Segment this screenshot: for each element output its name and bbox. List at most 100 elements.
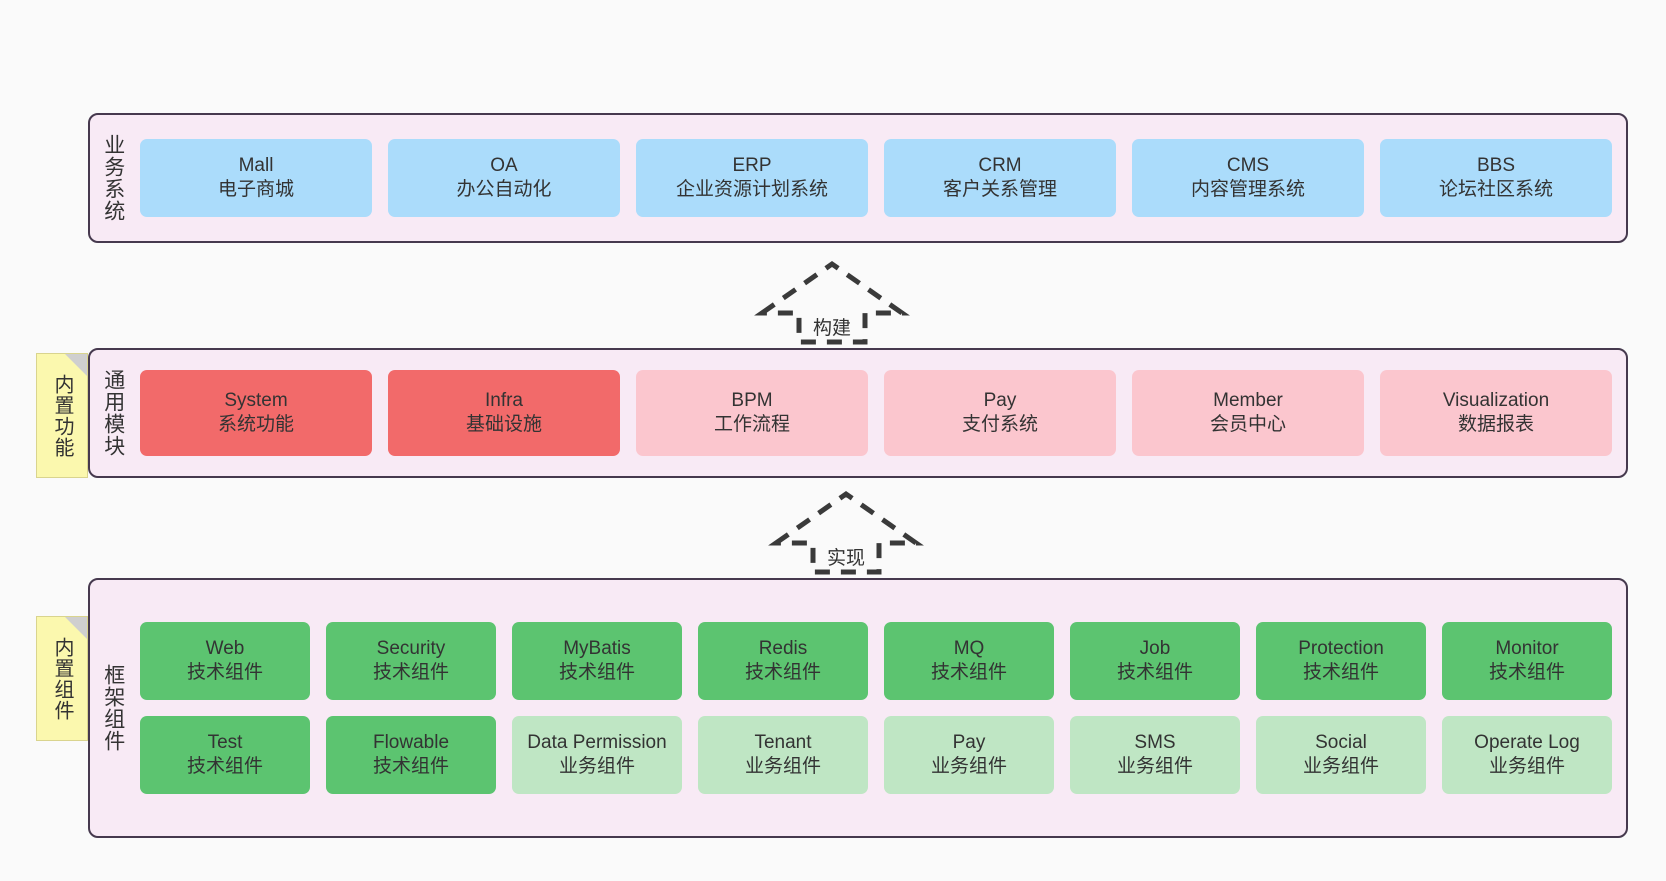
node-test-en: Test [207, 732, 243, 754]
node-tenant-cn: 业务组件 [744, 756, 821, 777]
node-tenant-en: Tenant [754, 732, 812, 754]
node-mall[interactable]: Mall 电子商城 [140, 139, 372, 217]
node-pay-module[interactable]: Pay 支付系统 [884, 370, 1116, 456]
node-pay-component[interactable]: Pay 业务组件 [884, 716, 1054, 794]
node-member-cn: 会员中心 [1209, 414, 1286, 435]
node-mall-cn: 电子商城 [217, 179, 294, 200]
node-web[interactable]: Web 技术组件 [140, 622, 310, 700]
node-pay-component-en: Pay [952, 732, 986, 754]
node-pay-module-en: Pay [983, 390, 1017, 412]
node-tenant[interactable]: Tenant 业务组件 [698, 716, 868, 794]
node-social[interactable]: Social 业务组件 [1256, 716, 1426, 794]
node-sms-cn: 业务组件 [1116, 756, 1193, 777]
node-security-cn: 技术组件 [372, 662, 449, 683]
node-security[interactable]: Security 技术组件 [326, 622, 496, 700]
node-flowable-en: Flowable [372, 732, 450, 754]
layer-title-common-module: 通用模块 [101, 369, 125, 457]
node-crm[interactable]: CRM 客户关系管理 [884, 139, 1116, 217]
note-builtin-component-label: 内置组件 [51, 636, 73, 721]
node-data-permission[interactable]: Data Permission 业务组件 [512, 716, 682, 794]
node-flowable-cn: 技术组件 [372, 756, 449, 777]
node-bpm-cn: 工作流程 [713, 414, 790, 435]
node-member-en: Member [1213, 390, 1283, 412]
node-operate-log[interactable]: Operate Log 业务组件 [1442, 716, 1612, 794]
node-flowable[interactable]: Flowable 技术组件 [326, 716, 496, 794]
node-oa-en: OA [490, 155, 518, 177]
node-social-cn: 业务组件 [1302, 756, 1379, 777]
node-erp-cn: 企业资源计划系统 [675, 179, 828, 200]
node-mall-en: Mall [238, 155, 274, 177]
node-redis-en: Redis [758, 638, 808, 660]
node-test-cn: 技术组件 [186, 756, 263, 777]
node-bpm-en: BPM [731, 390, 773, 412]
node-pay-component-cn: 业务组件 [930, 756, 1007, 777]
node-erp-en: ERP [732, 155, 772, 177]
node-system-cn: 系统功能 [217, 414, 294, 435]
connector-implement-label: 实现 [826, 548, 865, 569]
node-protection[interactable]: Protection 技术组件 [1256, 622, 1426, 700]
note-builtin-feature: 内置功能 [36, 353, 88, 478]
node-security-en: Security [376, 638, 446, 660]
layer-title-framework-component: 框架组件 [101, 664, 125, 752]
node-job-cn: 技术组件 [1116, 662, 1193, 683]
node-monitor-en: Monitor [1495, 638, 1559, 660]
node-infra-cn: 基础设施 [465, 414, 542, 435]
node-cms[interactable]: CMS 内容管理系统 [1132, 139, 1364, 217]
node-visualization[interactable]: Visualization 数据报表 [1380, 370, 1612, 456]
layer-title-business-system: 业务系统 [101, 134, 125, 222]
node-member[interactable]: Member 会员中心 [1132, 370, 1364, 456]
connector-build: 构建 [754, 258, 910, 345]
node-protection-en: Protection [1298, 638, 1384, 660]
node-mq-cn: 技术组件 [930, 662, 1007, 683]
implement-arrow-shape [768, 490, 924, 575]
note-builtin-component: 内置组件 [36, 616, 88, 741]
node-web-en: Web [205, 638, 245, 660]
node-social-en: Social [1315, 732, 1367, 754]
node-bbs-cn: 论坛社区系统 [1438, 179, 1553, 200]
node-job-en: Job [1139, 638, 1171, 660]
connector-build-label: 构建 [812, 318, 851, 339]
node-mq[interactable]: MQ 技术组件 [884, 622, 1054, 700]
node-protection-cn: 技术组件 [1302, 662, 1379, 683]
node-bbs-en: BBS [1476, 155, 1516, 177]
node-test[interactable]: Test 技术组件 [140, 716, 310, 794]
node-job[interactable]: Job 技术组件 [1070, 622, 1240, 700]
node-cms-cn: 内容管理系统 [1190, 179, 1305, 200]
node-crm-cn: 客户关系管理 [942, 179, 1057, 200]
node-crm-en: CRM [978, 155, 1022, 177]
layer-body-common-module: System 系统功能 Infra 基础设施 BPM 工作流程 Pay 支付系统… [136, 350, 1626, 476]
layer-common-module: 通用模块 System 系统功能 Infra 基础设施 BPM 工作流程 Pay [88, 348, 1628, 478]
node-mq-en: MQ [953, 638, 985, 660]
node-visualization-en: Visualization [1442, 390, 1550, 412]
node-sms[interactable]: SMS 业务组件 [1070, 716, 1240, 794]
node-mybatis-en: MyBatis [563, 638, 631, 660]
node-visualization-cn: 数据报表 [1457, 414, 1534, 435]
node-operate-log-cn: 业务组件 [1488, 756, 1565, 777]
node-monitor[interactable]: Monitor 技术组件 [1442, 622, 1612, 700]
build-arrow-shape [754, 260, 910, 345]
node-web-cn: 技术组件 [186, 662, 263, 683]
layer-framework-component: 框架组件 Web 技术组件 Security 技术组件 MyBatis 技术组件… [88, 578, 1628, 838]
node-infra[interactable]: Infra 基础设施 [388, 370, 620, 456]
node-bpm[interactable]: BPM 工作流程 [636, 370, 868, 456]
node-mybatis[interactable]: MyBatis 技术组件 [512, 622, 682, 700]
node-monitor-cn: 技术组件 [1488, 662, 1565, 683]
note-builtin-feature-label: 内置功能 [51, 373, 73, 458]
node-mybatis-cn: 技术组件 [558, 662, 635, 683]
framework-node-row-1: Web 技术组件 Security 技术组件 MyBatis 技术组件 Redi… [140, 622, 1612, 700]
node-pay-module-cn: 支付系统 [961, 414, 1038, 435]
layer-body-framework-component: Web 技术组件 Security 技术组件 MyBatis 技术组件 Redi… [136, 580, 1626, 836]
node-erp[interactable]: ERP 企业资源计划系统 [636, 139, 868, 217]
node-oa[interactable]: OA 办公自动化 [388, 139, 620, 217]
node-infra-en: Infra [484, 390, 524, 412]
node-data-permission-cn: 业务组件 [558, 756, 635, 777]
node-operate-log-en: Operate Log [1474, 732, 1580, 754]
node-system[interactable]: System 系统功能 [140, 370, 372, 456]
business-node-row: Mall 电子商城 OA 办公自动化 ERP 企业资源计划系统 CRM 客户关系… [140, 139, 1612, 217]
node-oa-cn: 办公自动化 [456, 179, 552, 200]
node-redis[interactable]: Redis 技术组件 [698, 622, 868, 700]
node-sms-en: SMS [1134, 732, 1176, 754]
node-bbs[interactable]: BBS 论坛社区系统 [1380, 139, 1612, 217]
node-redis-cn: 技术组件 [744, 662, 821, 683]
